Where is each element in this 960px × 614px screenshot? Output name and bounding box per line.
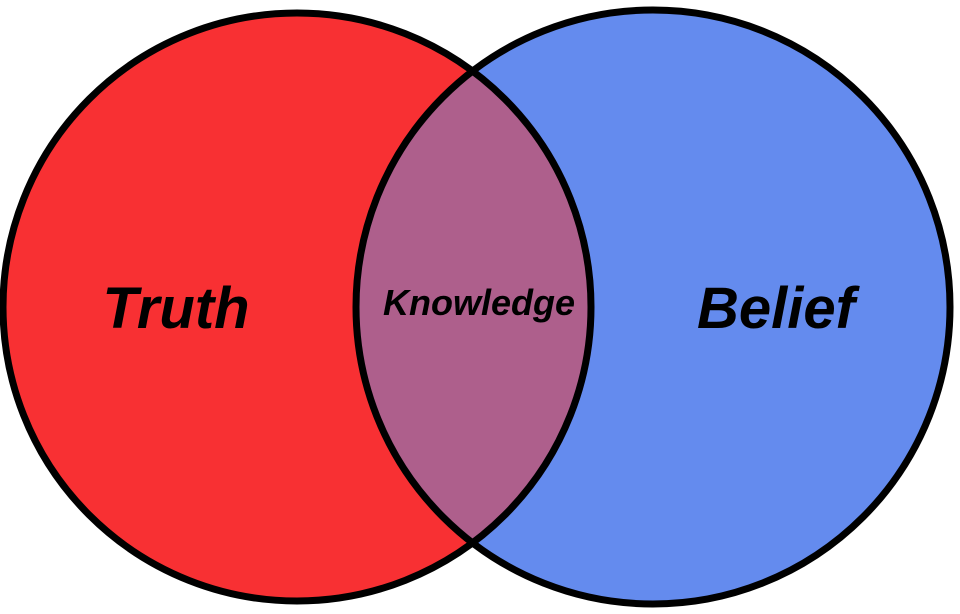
belief-circle-outline	[352, 6, 954, 608]
truth-circle-outline	[0, 9, 595, 605]
knowledge-label: Knowledge	[383, 282, 575, 323]
belief-label: Belief	[697, 276, 861, 341]
truth-label: Truth	[102, 276, 249, 341]
knowledge-overlap-region	[356, 13, 591, 601]
